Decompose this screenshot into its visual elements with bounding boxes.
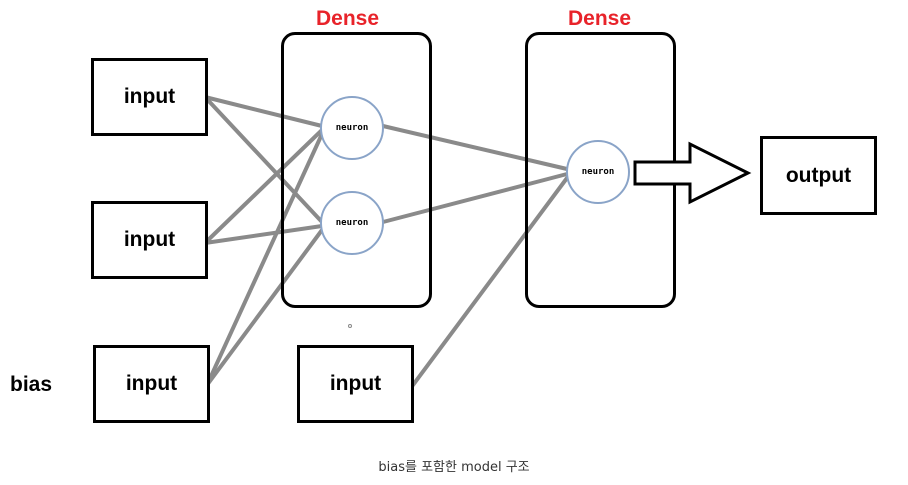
connection-neuron-1b-to-neuron-2 [381, 172, 569, 224]
input-node-bias-2: input [297, 345, 414, 423]
input-node-bias: input [93, 345, 210, 423]
figure-caption: bias를 포함한 model 구조 [378, 460, 530, 475]
input-node-1: input [91, 58, 208, 136]
connection-input-1-to-neuron-1a [203, 95, 324, 128]
forward-arrow-icon [633, 141, 752, 205]
connection-input-1-to-neuron-1b [203, 95, 324, 224]
connection-input-3-to-neuron-1a [205, 132, 324, 387]
input-node-2: input [91, 201, 208, 279]
connection-input-2-to-neuron-1b [203, 224, 324, 245]
connection-input-2-to-neuron-1a [203, 128, 324, 245]
output-node: output [760, 136, 877, 215]
connection-neuron-1a-to-neuron-2 [381, 124, 569, 171]
bias-label: bias [10, 373, 53, 396]
connection-input-3-to-neuron-1b [205, 228, 324, 387]
dense-layer-1-title: Dense [315, 7, 380, 30]
dense-layer-1-box [281, 32, 432, 308]
neuron-layer-1-bottom: neuron [320, 191, 384, 255]
connection-input-4-to-neuron-2 [411, 176, 569, 387]
neuron-layer-1-top: neuron [320, 96, 384, 160]
stray-dot [348, 324, 352, 328]
neuron-layer-2: neuron [566, 140, 630, 204]
dense-layer-2-title: Dense [567, 7, 632, 30]
